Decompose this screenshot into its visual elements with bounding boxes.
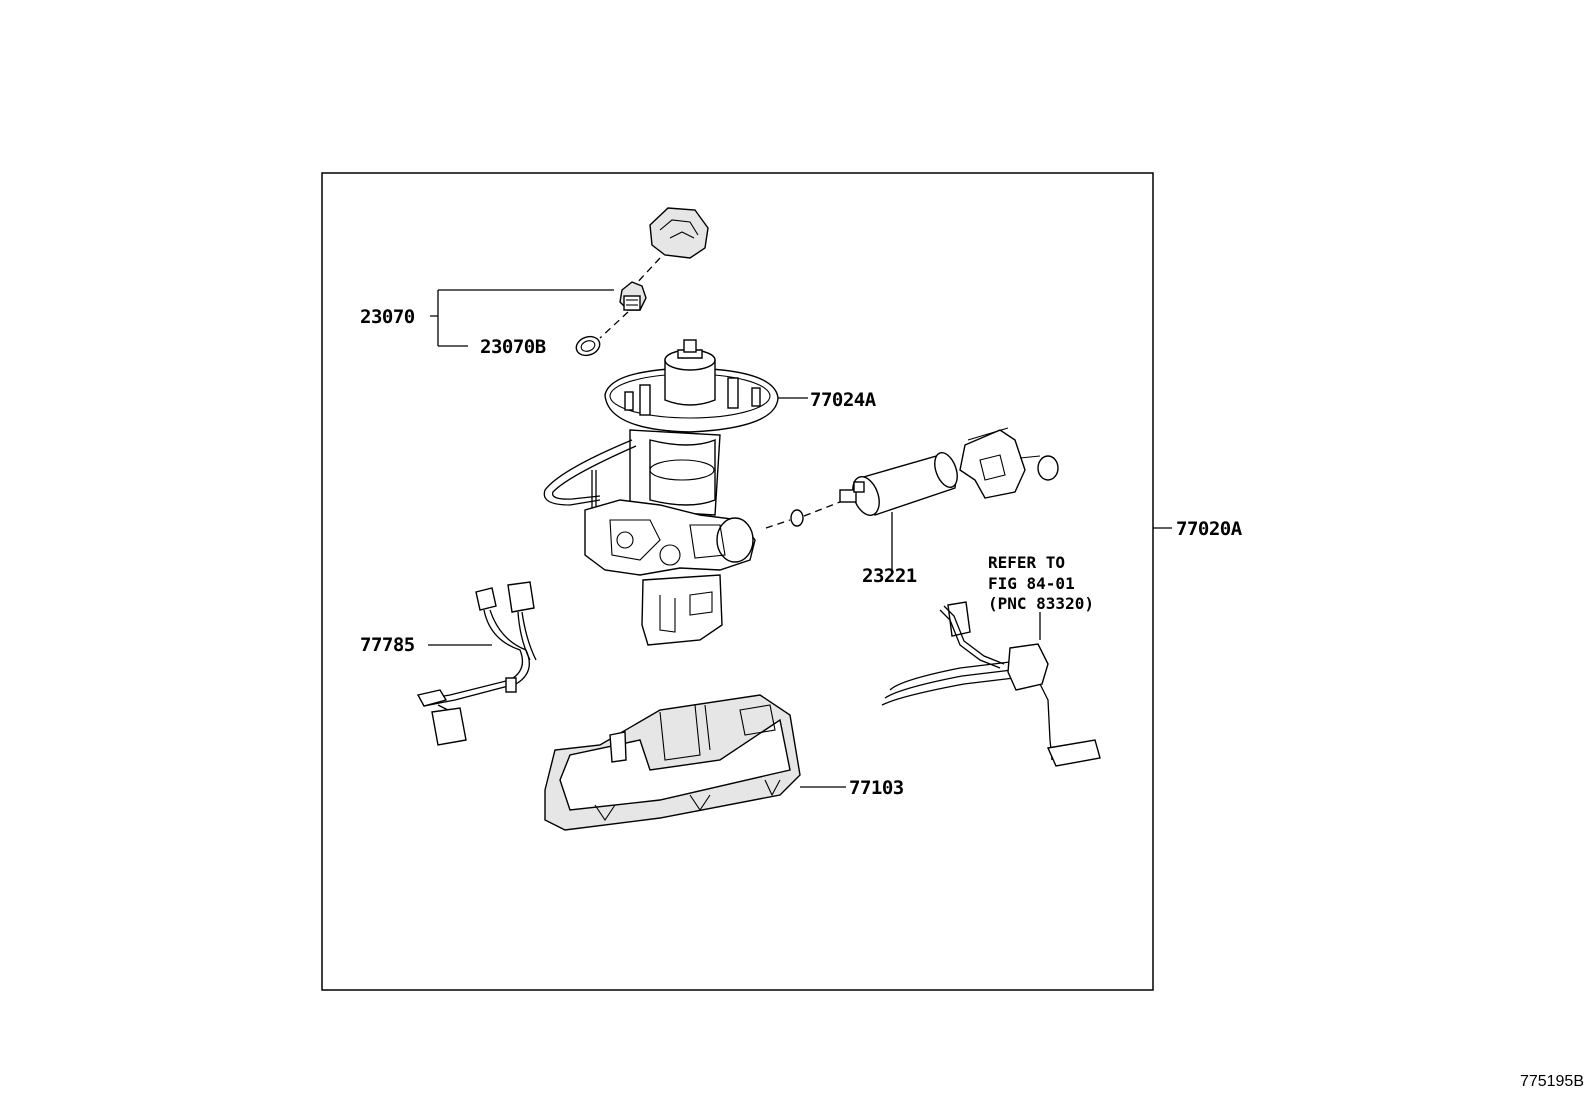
fitting-part-23070	[619, 281, 647, 311]
cap-clip-part	[649, 207, 709, 259]
wire-harness-77785	[416, 581, 537, 746]
callout-77103: 77103	[849, 777, 904, 799]
reference-note-line2: FIG 84-01	[988, 574, 1075, 593]
fuel-pump-23221	[839, 452, 958, 516]
callout-23221: 23221	[862, 565, 917, 587]
figure-id: 775195B	[1519, 1073, 1584, 1090]
callout-77020a: 77020A	[1176, 518, 1243, 540]
o-ring-part-23070b	[575, 335, 601, 357]
reference-note-line1: REFER TO	[988, 553, 1065, 572]
callout-23070b: 23070B	[480, 336, 546, 358]
callout-77785: 77785	[360, 634, 415, 656]
callout-23070: 23070	[360, 306, 415, 328]
o-ring-small	[790, 509, 804, 527]
pump-bracket-clip	[959, 427, 1059, 499]
assembly-frame	[321, 172, 1154, 991]
callout-77024a: 77024A	[810, 389, 877, 411]
reference-note-line3: (PNC 83320)	[988, 594, 1094, 613]
fuel-sender-gauge	[881, 601, 1101, 767]
pump-module-77024a	[543, 339, 779, 646]
cover-77103	[544, 694, 801, 831]
